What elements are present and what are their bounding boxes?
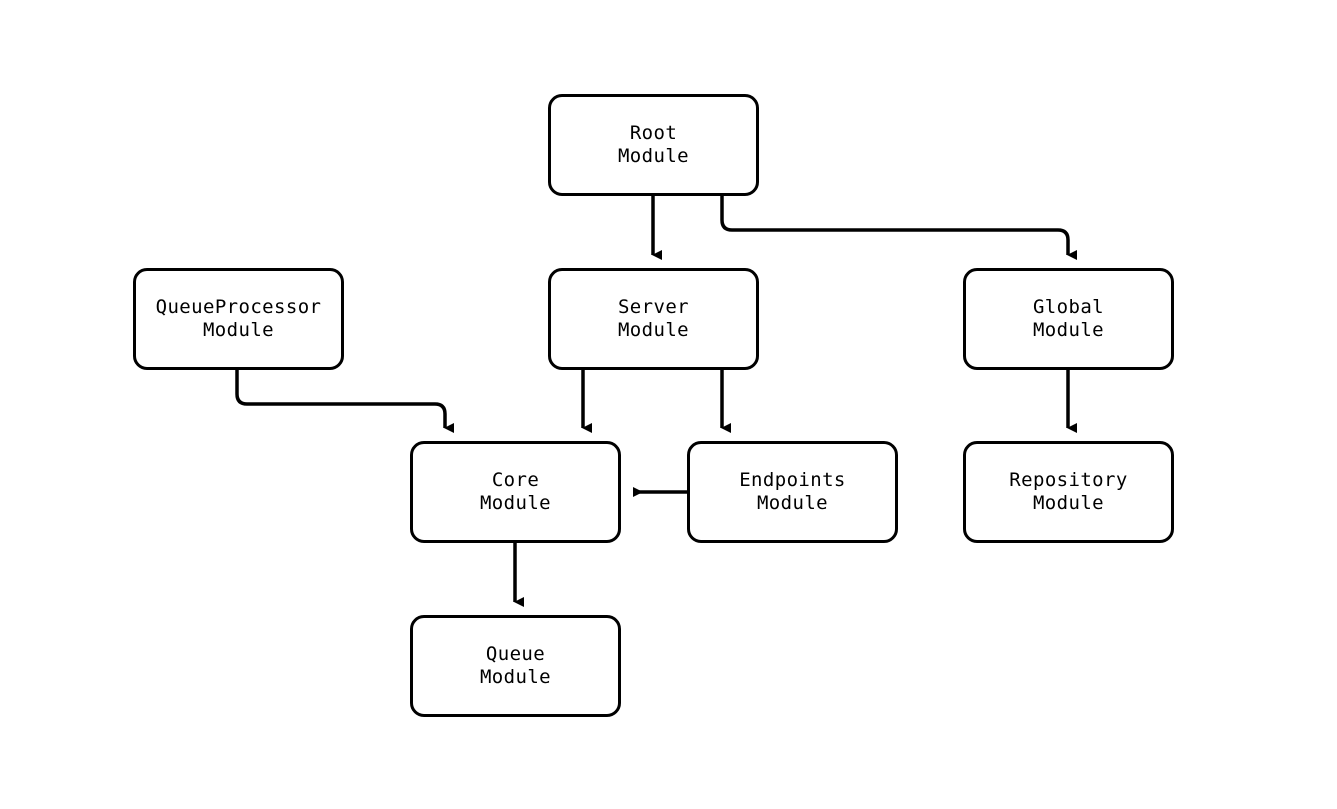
node-queue-name: Queue: [485, 643, 546, 665]
node-repository-suffix: Module: [1032, 492, 1105, 514]
node-queueprocessor-suffix: Module: [202, 319, 275, 341]
node-queueprocessor-name: QueueProcessor: [155, 296, 322, 318]
edge-root-global: [720, 196, 1077, 260]
node-root-name: Root: [629, 122, 678, 144]
node-server-name: Server: [617, 296, 690, 318]
node-queue-suffix: Module: [479, 666, 552, 688]
node-global-suffix: Module: [1032, 319, 1105, 341]
node-core-suffix: Module: [479, 492, 552, 514]
node-global-name: Global: [1032, 296, 1105, 318]
node-repository-name: Repository: [1009, 469, 1128, 491]
node-core-name: Core: [491, 469, 540, 491]
node-root-suffix: Module: [617, 145, 690, 167]
edge-queueprocessor-core: [235, 370, 454, 433]
node-server-suffix: Module: [617, 319, 690, 341]
node-endpoints-suffix: Module: [756, 492, 829, 514]
node-endpoints-name: Endpoints: [739, 469, 846, 491]
